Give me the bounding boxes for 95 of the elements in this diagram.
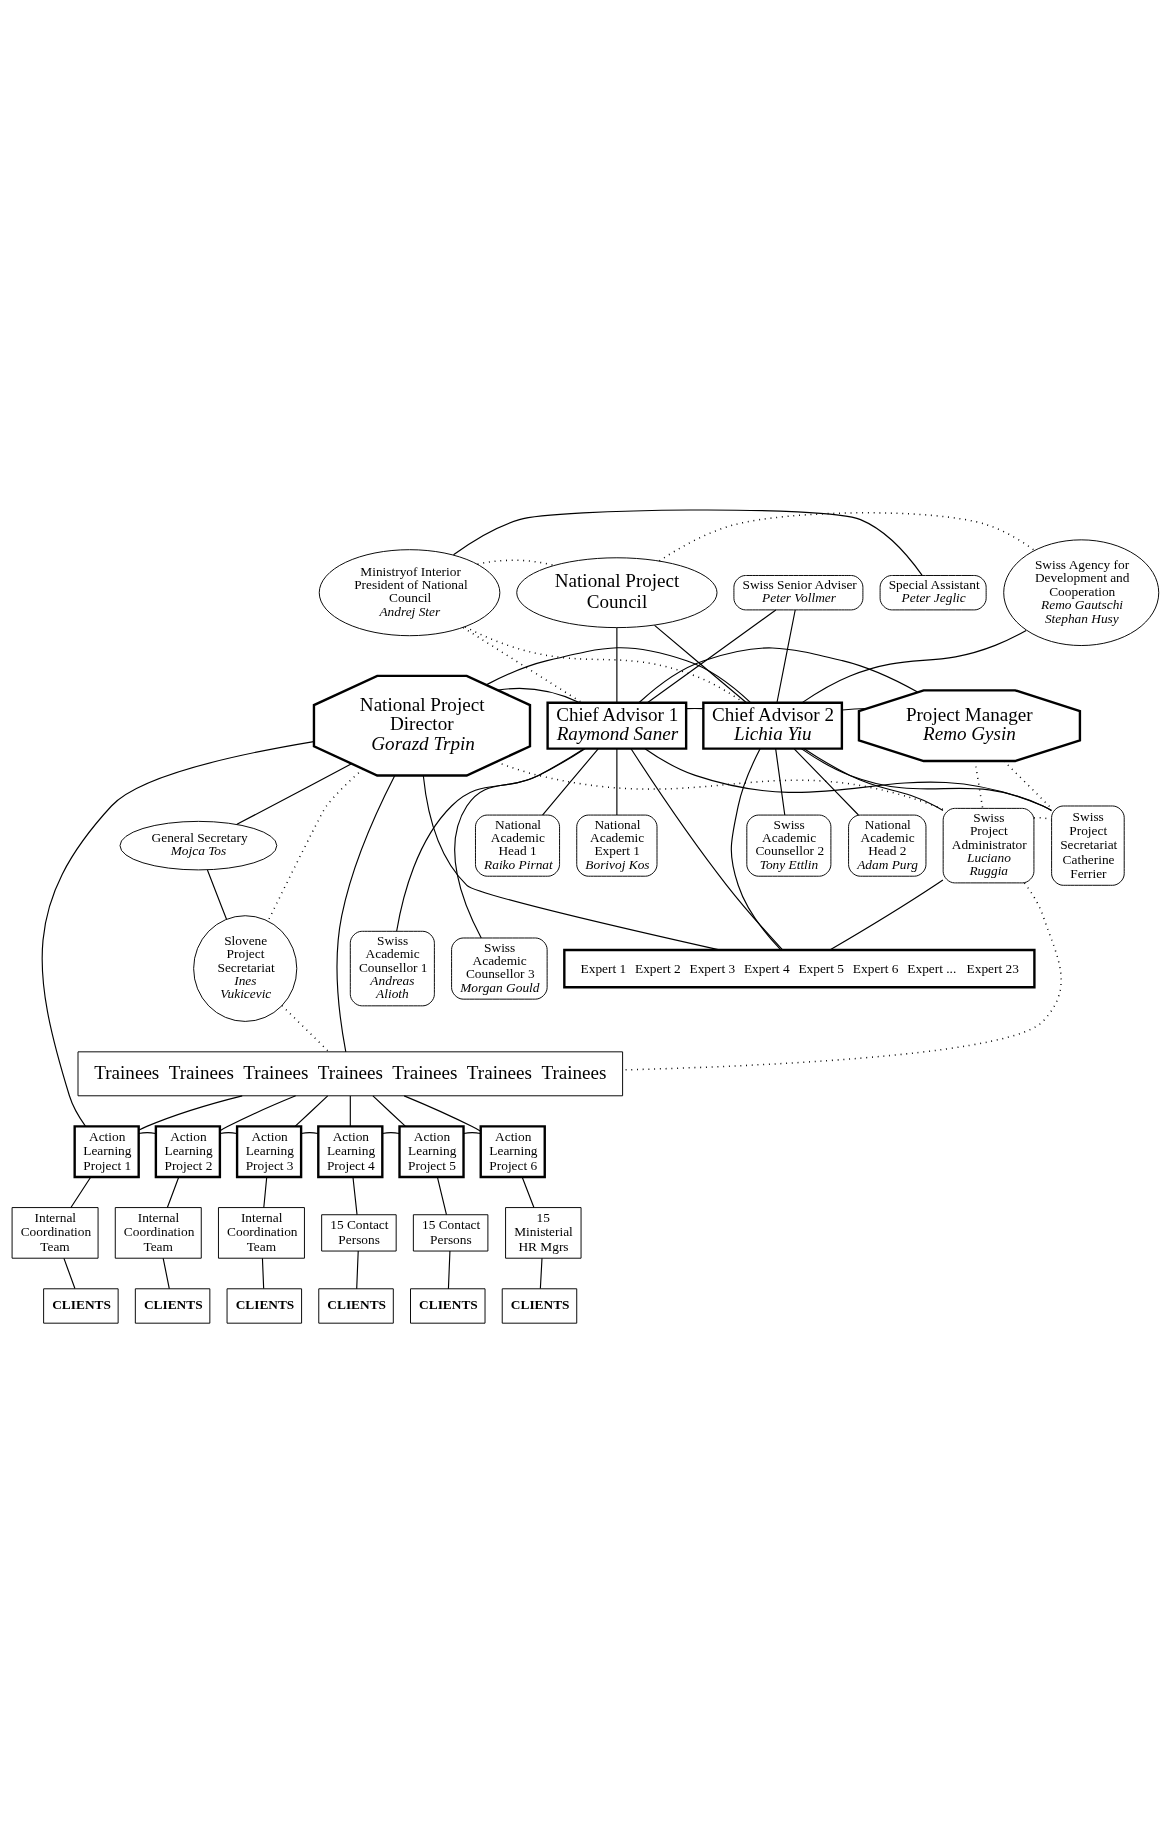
connector xyxy=(803,747,944,811)
node-box: Swiss Senior Adviser Peter Vollmer xyxy=(733,574,864,610)
connector xyxy=(356,1250,359,1289)
connector xyxy=(236,762,353,825)
node-box: Swiss Project Administrator Luciano Ruggia xyxy=(942,807,1035,883)
connector xyxy=(541,747,599,816)
node-box: Action Learning Project 5 xyxy=(398,1124,465,1178)
connector xyxy=(454,747,585,939)
connector xyxy=(261,1257,265,1289)
connector xyxy=(463,1131,482,1134)
connector xyxy=(447,1250,451,1289)
connector xyxy=(372,1094,406,1127)
node-box: Action Learning Project 6 xyxy=(479,1124,546,1178)
node-box: Swiss Project Secretariat Catherine Ferrier xyxy=(1051,805,1125,886)
connector xyxy=(422,774,720,950)
node-box: CLIENTS xyxy=(501,1287,578,1324)
connector xyxy=(495,760,944,810)
node-ellipse: Ministryof Interior President of National Council Andrej Ster xyxy=(318,548,501,636)
connector xyxy=(654,624,748,703)
connector xyxy=(775,747,786,816)
connector xyxy=(206,868,228,920)
connector xyxy=(644,747,1052,811)
connector xyxy=(403,1094,482,1132)
connector xyxy=(476,559,555,566)
node-box: CLIENTS xyxy=(43,1287,119,1324)
connector xyxy=(267,767,364,922)
node-box: CLIENTS xyxy=(134,1287,211,1324)
connector xyxy=(70,1176,92,1208)
connector xyxy=(841,707,868,711)
connector xyxy=(381,1131,400,1134)
connector xyxy=(281,1004,330,1052)
node-box: Internal Coordination Team xyxy=(114,1206,202,1259)
connector xyxy=(829,878,944,950)
connector xyxy=(396,747,586,932)
connector xyxy=(436,1176,448,1215)
connector xyxy=(162,1257,170,1289)
connector xyxy=(219,1131,238,1134)
connector xyxy=(138,1131,157,1134)
node-box: Swiss Academic Counsellor 1 Andreas Alioth xyxy=(349,930,435,1006)
node-circle: Slovene Project Secretariat Ines Vukicevic xyxy=(193,914,298,1022)
connector xyxy=(616,627,618,703)
connector xyxy=(800,747,1053,811)
node-box: National Academic Expert 1 Borivoj Kos xyxy=(576,814,658,877)
node-box: National Academic Head 2 Adam Purg xyxy=(848,814,927,877)
node-box: Swiss Academic Counsellor 3 Morgan Gould xyxy=(451,937,548,1000)
node-box: Chief Advisor 2 Lichia Yiu xyxy=(702,701,844,750)
connector xyxy=(452,508,923,576)
connector xyxy=(616,747,618,816)
node-box: Swiss Academic Counsellor 2 Tony Ettlin xyxy=(746,814,832,877)
connector xyxy=(300,1131,319,1134)
connector xyxy=(219,1094,297,1131)
node-box: Action Learning Project 3 xyxy=(235,1124,303,1178)
connector xyxy=(539,1257,543,1289)
node-box: Action Learning Project 1 xyxy=(73,1124,140,1178)
connector xyxy=(485,646,752,703)
connector xyxy=(352,1176,358,1215)
connector xyxy=(521,1176,535,1208)
node-box: Internal Coordination Team xyxy=(218,1206,305,1259)
node-box: Internal Coordination Team xyxy=(11,1206,99,1259)
connector xyxy=(263,1176,268,1208)
node-box: National Academic Head 1 Raiko Pirnat xyxy=(475,814,561,877)
connector xyxy=(462,626,583,703)
connector xyxy=(646,608,777,703)
connector xyxy=(138,1094,243,1131)
connector xyxy=(294,1094,329,1127)
connector xyxy=(63,1257,76,1289)
node-box: CLIENTS xyxy=(410,1287,486,1324)
connector xyxy=(166,1176,180,1208)
connector xyxy=(497,687,581,703)
node-box: Expert 1 Expert 2 Expert 3 Expert 4 Expert 5 Expert 6 Expert ... Expert 23 xyxy=(563,948,1036,988)
node-box: Action Learning Project 4 xyxy=(317,1124,384,1178)
node-ellipse: General Secretary Mojca Tos xyxy=(119,820,278,870)
node-ellipse: Swiss Agency for Development and Cooperation Remo Gautschi Stephan Husy xyxy=(1003,538,1160,646)
connector xyxy=(658,511,1036,562)
node-box: Action Learning Project 2 xyxy=(154,1124,222,1178)
node-box: 15 Contact Persons xyxy=(412,1213,489,1251)
node-box: Chief Advisor 1 Raymond Saner xyxy=(546,701,688,750)
node-box: Special Assistant Peter Jeglic xyxy=(879,574,987,610)
connector xyxy=(730,747,782,950)
node-box: 15 Contact Persons xyxy=(321,1213,397,1251)
node-box: CLIENTS xyxy=(226,1287,303,1324)
node-box: Trainees Trainees Trainees Trainees Trainees Trainees Trainees xyxy=(77,1050,624,1096)
connector xyxy=(793,747,859,816)
connector xyxy=(638,646,919,703)
node-ellipse: National Project Council xyxy=(516,556,718,628)
connector xyxy=(801,629,1027,703)
connector xyxy=(1003,759,1053,809)
connector xyxy=(630,747,784,950)
connector xyxy=(41,740,315,1127)
connector xyxy=(336,774,396,1052)
connector xyxy=(776,608,796,703)
connector xyxy=(349,1094,351,1127)
node-box: 15 Ministerial HR Mgrs xyxy=(505,1206,582,1259)
node-box: CLIENTS xyxy=(318,1287,394,1324)
connector xyxy=(464,625,745,703)
